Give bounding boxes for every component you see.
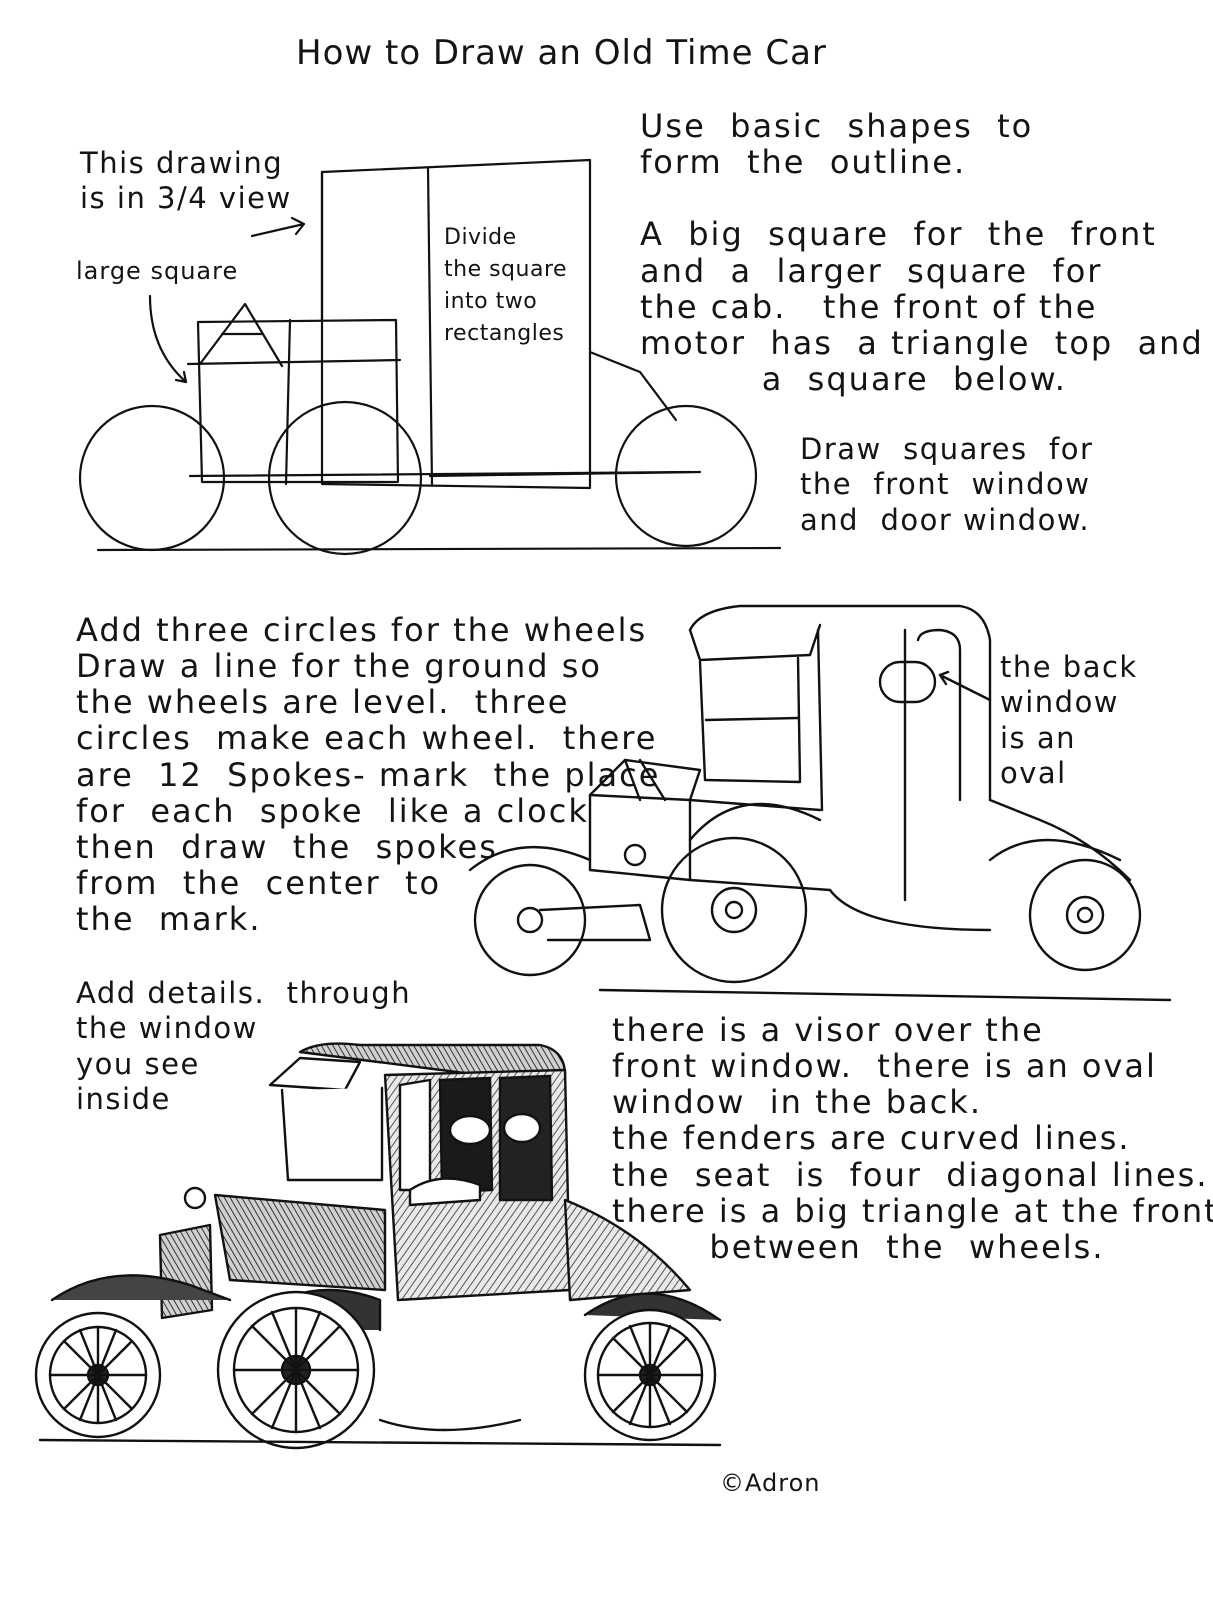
wheels-instructions: Add three circles for the wheels Draw a … — [76, 611, 661, 939]
details-intro: Add details. through the window you see … — [76, 976, 412, 1117]
page-title: How to Draw an Old Time Car — [296, 33, 827, 73]
back-window-label: the back window is an oval — [1000, 650, 1138, 791]
step1-instructions: Use basic shapes to form the outline. A … — [640, 107, 1204, 399]
car-line-drawing — [470, 606, 1170, 1000]
details-instructions: there is a visor over the front window. … — [612, 1011, 1213, 1266]
copyright-mark: ©Adron — [720, 1469, 821, 1497]
large-square-label: large square — [76, 257, 239, 285]
squares-note: Draw squares for the front window and do… — [800, 432, 1094, 537]
finished-car-drawing — [36, 1044, 720, 1448]
rear-wheel — [585, 1310, 715, 1440]
front-wheel — [36, 1313, 160, 1437]
outline-sketch — [80, 160, 780, 554]
divide-label: Divide the square into two rectangles — [444, 225, 568, 346]
middle-wheel — [218, 1292, 374, 1448]
view-note: This drawing is in 3/4 view — [80, 146, 292, 216]
